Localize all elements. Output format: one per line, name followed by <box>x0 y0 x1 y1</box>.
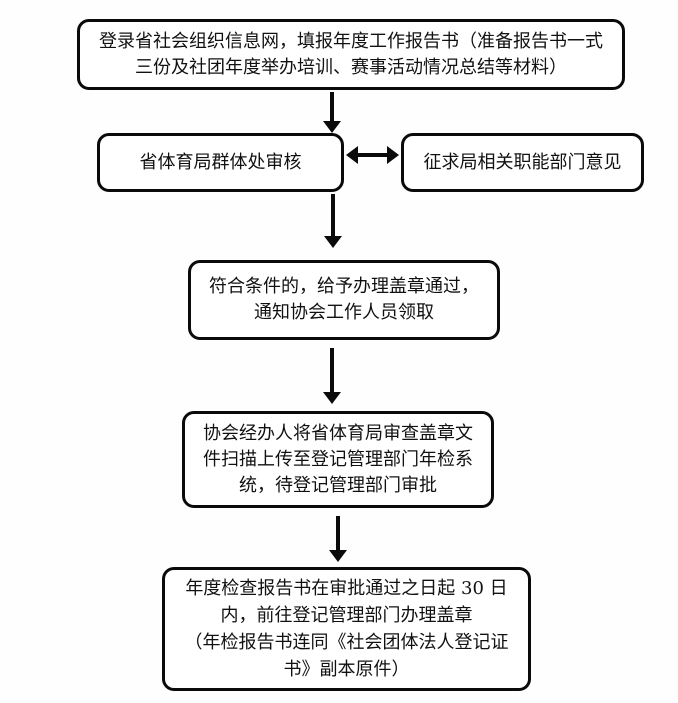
flow-node-login-line-2: 三份及社团年度举办培训、赛事活动情况总结等材料） <box>135 56 567 78</box>
arrow-down-icon-approve-to-upload <box>323 348 341 404</box>
arrow-stem <box>358 153 387 157</box>
arrow-stem <box>331 194 335 236</box>
flow-node-approve-line-1: 符合条件的，给予办理盖章通过， <box>209 276 479 297</box>
arrow-stem <box>330 348 334 392</box>
arrow-double-icon-review-consult <box>346 146 399 164</box>
flow-node-approve: 符合条件的，给予办理盖章通过， 通知协会工作人员领取 <box>188 260 500 340</box>
flow-node-consult-line-1: 征求局相关职能部门意见 <box>423 151 622 173</box>
flow-node-stamp-line-2: 内，前往登记管理部门办理盖章 <box>220 605 473 626</box>
flow-node-login: 登录省社会组织信息网，填报年度工作报告书（准备报告书一式 三份及社团年度举办培训… <box>77 19 625 90</box>
flow-node-upload-line-1: 协会经办人将省体育局审查盖章文 <box>203 422 473 444</box>
flow-node-upload-line-2: 件扫描上传至登记管理部门年检系 <box>203 448 473 470</box>
flow-node-stamp-line-4: 书》副本原件） <box>283 659 410 680</box>
flow-node-upload: 协会经办人将省体育局审查盖章文 件扫描上传至登记管理部门年检系 统，待登记管理部… <box>182 411 494 508</box>
arrow-down-icon-review-to-approve <box>324 194 342 248</box>
arrow-head <box>323 121 341 133</box>
arrow-head-right <box>387 146 399 164</box>
arrow-down-icon-login-to-review <box>323 92 341 133</box>
flow-node-approve-line-2: 通知协会工作人员领取 <box>254 302 434 323</box>
flow-node-login-line-1: 登录省社会组织信息网，填报年度工作报告书（准备报告书一式 <box>99 30 603 52</box>
arrow-down-icon-upload-to-stamp <box>329 516 347 562</box>
arrow-stem <box>330 92 334 121</box>
flow-node-review-line-1: 省体育局群体处审核 <box>139 151 302 173</box>
arrow-stem <box>336 516 340 550</box>
arrow-head <box>329 550 347 562</box>
flow-node-stamp: 年度检查报告书在审批通过之日起 30 日 内，前往登记管理部门办理盖章 （年检报… <box>162 567 531 691</box>
flow-node-consult: 征求局相关职能部门意见 <box>401 133 644 192</box>
arrow-head-left <box>346 146 358 164</box>
flow-node-upload-line-3: 统，待登记管理部门审批 <box>239 474 437 496</box>
flow-node-stamp-line-1: 年度检查报告书在审批通过之日起 30 日 <box>185 578 508 599</box>
flow-node-stamp-line-3: （年检报告书连同《社会团体法人登记证 <box>184 632 509 653</box>
arrow-head <box>323 392 341 404</box>
flow-node-review: 省体育局群体处审核 <box>97 133 344 192</box>
arrow-head <box>324 236 342 248</box>
